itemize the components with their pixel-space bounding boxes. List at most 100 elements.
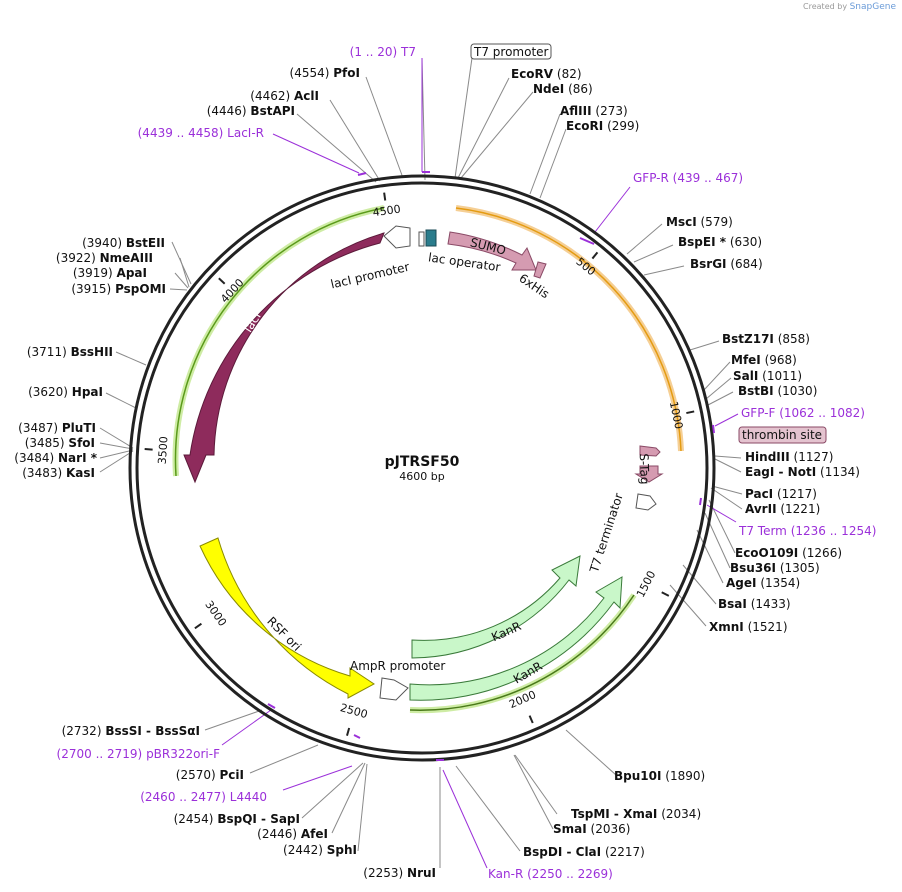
t7-terminator-feature[interactable] xyxy=(635,493,657,511)
primer-name: T7 xyxy=(400,45,416,59)
enzyme-site-label[interactable]: (3919) ApaI xyxy=(73,266,147,280)
enzyme-site-label[interactable]: SalI (1011) xyxy=(733,369,802,383)
enzyme-site-label[interactable]: MscI (579) xyxy=(666,215,733,229)
enzyme-name: BssHII xyxy=(71,345,113,359)
enzyme-site-label[interactable]: (2446) AfeI xyxy=(257,827,328,841)
enzyme-site-label[interactable]: PacI (1217) xyxy=(745,487,817,501)
enzyme-position: (1217) xyxy=(777,487,817,501)
primer-label[interactable]: GFP-F (1062 .. 1082) xyxy=(741,406,865,420)
primer-range: (4439 .. 4458) xyxy=(138,126,224,140)
enzyme-name: BspEI * xyxy=(678,235,727,249)
primer-label[interactable]: GFP-R (439 .. 467) xyxy=(633,171,743,185)
rsf-ori-feature[interactable] xyxy=(199,537,375,699)
enzyme-site-label[interactable]: (3484) NarI * xyxy=(14,451,97,465)
primer-name: L4440 xyxy=(230,790,267,804)
enzyme-name: NmeAIII xyxy=(100,251,153,265)
thrombin-feature[interactable] xyxy=(634,465,664,483)
enzyme-site-label[interactable]: (3940) BstEII xyxy=(82,236,165,250)
enzyme-site-label[interactable]: (4462) AclI xyxy=(250,89,319,103)
enzyme-position: (3484) xyxy=(14,451,54,465)
enzyme-site-label[interactable]: Bpu10I (1890) xyxy=(614,769,705,783)
primer-label[interactable]: T7 Term (1236 .. 1254) xyxy=(738,524,876,538)
enzyme-site-label[interactable]: (3483) KasI xyxy=(22,466,95,480)
tick-mark xyxy=(383,192,387,201)
enzyme-site-label[interactable]: SmaI (2036) xyxy=(553,822,630,836)
enzyme-site-label[interactable]: XmnI (1521) xyxy=(709,620,788,634)
enzyme-position: (3487) xyxy=(18,421,58,435)
primer-label[interactable]: (2700 .. 2719) pBR322ori-F xyxy=(57,747,221,761)
enzyme-name: BsrGI xyxy=(690,257,727,271)
enzyme-site-label[interactable]: BstBI (1030) xyxy=(738,384,817,398)
enzyme-position: (2454) xyxy=(174,812,214,826)
enzyme-position: (2570) xyxy=(176,768,216,782)
enzyme-site-label[interactable]: (2570) PciI xyxy=(176,768,244,782)
enzyme-site-label[interactable]: MfeI (968) xyxy=(731,353,797,367)
enzyme-site-label[interactable]: EcoRI (299) xyxy=(566,119,639,133)
enzyme-name: KasI xyxy=(66,466,95,480)
enzyme-site-label[interactable]: BsrGI (684) xyxy=(690,257,763,271)
primer-label[interactable]: (4439 .. 4458) LacI-R xyxy=(138,126,264,140)
enzyme-site-label[interactable]: (2732) BssSI - BssSαI xyxy=(62,724,200,738)
tick-mark xyxy=(528,715,534,724)
enzyme-site-label[interactable]: HindIII (1127) xyxy=(745,450,833,464)
lacI-feature[interactable] xyxy=(183,232,385,484)
primer-range: (2250 .. 2269) xyxy=(527,867,613,881)
enzyme-site-label[interactable]: (4446) BstAPI xyxy=(207,104,295,118)
enzyme-position: (3940) xyxy=(82,236,122,250)
lacI-promoter-feature[interactable] xyxy=(383,225,411,249)
enzyme-site-label[interactable]: EcoO109I (1266) xyxy=(735,546,842,560)
ampr-promoter-feature[interactable] xyxy=(379,677,409,701)
his-tag-feature[interactable] xyxy=(533,261,547,279)
enzyme-site-label[interactable]: (3922) NmeAIII xyxy=(56,251,153,265)
enzyme-name: NdeI xyxy=(533,82,564,96)
enzyme-site-label[interactable]: BstZ17I (858) xyxy=(722,332,810,346)
enzyme-position: (1305) xyxy=(780,561,820,575)
primer-name: GFP-F xyxy=(741,406,776,420)
primer-range: (1 .. 20) xyxy=(350,45,398,59)
enzyme-site-label[interactable]: AflIII (273) xyxy=(560,104,628,118)
plasmid-size: 4600 bp xyxy=(399,470,444,483)
thrombin-site-box[interactable]: thrombin site xyxy=(738,426,827,444)
enzyme-site-label[interactable]: (3915) PspOMI xyxy=(71,282,166,296)
thrombin-site-label: thrombin site xyxy=(742,428,822,442)
enzyme-site-label[interactable]: (3620) HpaI xyxy=(28,385,103,399)
kanr-inner-feature[interactable] xyxy=(411,555,581,659)
enzyme-site-label[interactable]: EcoRV (82) xyxy=(511,67,582,81)
sumo-feature[interactable] xyxy=(447,231,537,271)
enzyme-site-label[interactable]: BsaI (1433) xyxy=(718,597,791,611)
enzyme-name: AclI xyxy=(294,89,319,103)
primer-label[interactable]: (2460 .. 2477) L4440 xyxy=(140,790,267,804)
enzyme-site-label[interactable]: (3711) BssHII xyxy=(27,345,113,359)
enzyme-site-label[interactable]: EagI - NotI (1134) xyxy=(745,465,860,479)
enzyme-site-label[interactable]: (3487) PluTI xyxy=(18,421,96,435)
enzyme-position: (86) xyxy=(568,82,593,96)
enzyme-site-label[interactable]: (2454) BspQI - SapI xyxy=(174,812,300,826)
t7-promoter-box[interactable]: T7 promoter xyxy=(470,43,552,60)
tick-mark xyxy=(194,622,202,630)
stag-feature[interactable] xyxy=(639,445,661,457)
primer-range: (2700 .. 2719) xyxy=(57,747,143,761)
tick-mark xyxy=(144,448,153,451)
enzyme-name: NruI xyxy=(407,866,436,880)
primer-label[interactable]: Kan-R (2250 .. 2269) xyxy=(488,867,613,881)
lac-operator-feature[interactable] xyxy=(425,229,437,247)
primer-name: T7 Term xyxy=(738,524,787,538)
enzyme-site-label[interactable]: BspEI * (630) xyxy=(678,235,762,249)
kanr-outer-feature[interactable] xyxy=(409,576,623,701)
primer-bars xyxy=(267,171,715,761)
enzyme-site-label[interactable]: (4554) PfoI xyxy=(290,66,360,80)
enzyme-site-label[interactable]: (2253) NruI xyxy=(363,866,436,880)
enzyme-site-label[interactable]: (2442) SphI xyxy=(283,843,357,857)
enzyme-site-label[interactable]: TspMI - XmaI (2034) xyxy=(571,807,701,821)
backbone-outer xyxy=(128,174,716,762)
enzyme-name: HpaI xyxy=(72,385,103,399)
enzyme-site-label[interactable]: AvrII (1221) xyxy=(745,502,820,516)
enzyme-site-label[interactable]: AgeI (1354) xyxy=(726,576,800,590)
t7-promoter-label: T7 promoter xyxy=(473,45,549,59)
enzyme-site-label[interactable]: NdeI (86) xyxy=(533,82,593,96)
primer-label[interactable]: (1 .. 20) T7 xyxy=(350,45,416,59)
enzyme-site-label[interactable]: BspDI - ClaI (2217) xyxy=(523,845,645,859)
enzyme-site-label[interactable]: (3485) SfoI xyxy=(25,436,95,450)
enzyme-site-label[interactable]: Bsu36I (1305) xyxy=(730,561,820,575)
